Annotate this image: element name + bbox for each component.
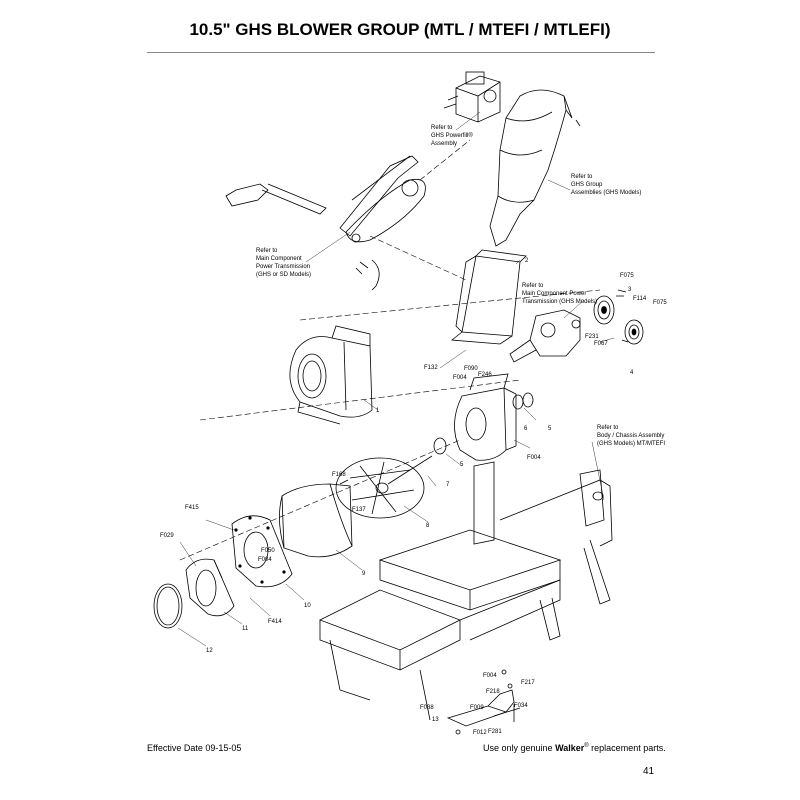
part-label-f004-c: F004 (258, 557, 272, 563)
genuine-parts-note: Use only genuine Walker® replacement par… (483, 743, 666, 753)
part-label-f009: F009 (470, 705, 484, 711)
part-label-f034: F034 (514, 703, 528, 709)
chassis-frame-illustration (319, 461, 613, 721)
discharge-chute-illustration (489, 89, 581, 247)
part-label-f004: F004 (453, 375, 467, 381)
part-label-f004-b: F004 (527, 455, 541, 461)
callout-powerfill: Refer to GHS Powerfill® Assembly (431, 125, 474, 147)
part-label-13: 13 (432, 717, 439, 723)
part-11-intake-cone (185, 558, 235, 617)
part-10-front-plate (231, 515, 293, 588)
part-label-f168: F168 (332, 472, 346, 478)
part-label-11: 11 (242, 626, 249, 632)
pulley-3-illustration (593, 289, 627, 325)
callout-ghs-group: Refer to GHS Group Assemblies (GHS Model… (571, 174, 641, 196)
part-label-f050: F050 (261, 548, 275, 554)
bottom-bracket-hardware (446, 669, 521, 735)
genuine-suffix: replacement parts. (588, 743, 666, 753)
callout-body-chassis: Refer to Body / Chassis Assembly (GHS Mo… (597, 425, 666, 447)
callout-main-component-ghs: Refer to Main Component Power Transmissi… (522, 283, 597, 305)
part-label-9: 9 (362, 571, 366, 577)
page-number: 41 (643, 766, 655, 777)
part-8-impeller (335, 455, 433, 519)
genuine-prefix: Use only genuine (483, 743, 556, 753)
title-divider (147, 52, 655, 53)
part-label-3: 3 (628, 287, 632, 293)
part-label-f246: F246 (478, 372, 492, 378)
part-label-f114: F114 (633, 296, 647, 302)
part-label-f217: F217 (521, 680, 535, 686)
callout-main-component: Refer to Main Component Power Transmissi… (256, 248, 312, 278)
part-label-f012: F012 (473, 730, 487, 736)
part-label-12: 12 (206, 648, 213, 654)
part-label-f414: F414 (268, 619, 282, 625)
powerfill-assembly-illustration (443, 71, 501, 123)
part-label-10: 10 (304, 603, 311, 609)
part-1-blower-housing (289, 325, 373, 425)
part-label-f004-d: F004 (483, 673, 497, 679)
part-label-f067: F067 (594, 341, 608, 347)
part-label-f218: F218 (486, 689, 500, 695)
part-label-5-b: 5 (460, 462, 464, 468)
part-label-2: 2 (525, 258, 529, 264)
part-label-8: 8 (426, 523, 430, 529)
part-label-4: 4 (630, 370, 634, 376)
gearbox-illustration (509, 309, 581, 363)
pulley-4-illustration (621, 319, 644, 345)
page-title: 10.5" GHS BLOWER GROUP (MTL / MTEFI / MT… (189, 20, 611, 39)
part-6-rear-housing (454, 373, 517, 461)
part-label-f075: F075 (620, 273, 634, 279)
part-label-f132: F132 (424, 365, 438, 371)
brand-name: Walker (555, 743, 585, 753)
reference-lines (179, 139, 601, 561)
part-label-6: 6 (524, 426, 528, 432)
part-label-f137: F137 (352, 507, 366, 513)
part-label-5: 5 (548, 426, 552, 432)
part-label-f029: F029 (160, 533, 174, 539)
part-label-f075-b: F075 (653, 300, 667, 306)
bearing-5-illustration (433, 392, 534, 455)
part-label-f038: F038 (420, 705, 434, 711)
part-label-7: 7 (446, 482, 450, 488)
part-2-transition-chute (450, 249, 527, 345)
part-12-screen-ring (153, 583, 183, 629)
registered-mark: ® (584, 743, 589, 749)
effective-date: Effective Date 09-15-05 (147, 743, 242, 753)
part-label-f281: F281 (488, 729, 502, 735)
leader-lines (177, 111, 615, 647)
part-label-1: 1 (376, 408, 380, 414)
part-9-wear-liner (279, 483, 353, 558)
part-label-f415: F415 (185, 505, 199, 511)
part-label-f231: F231 (585, 334, 599, 340)
part-label-f090: F090 (464, 366, 478, 372)
power-transmission-handle-illustration (225, 155, 426, 291)
